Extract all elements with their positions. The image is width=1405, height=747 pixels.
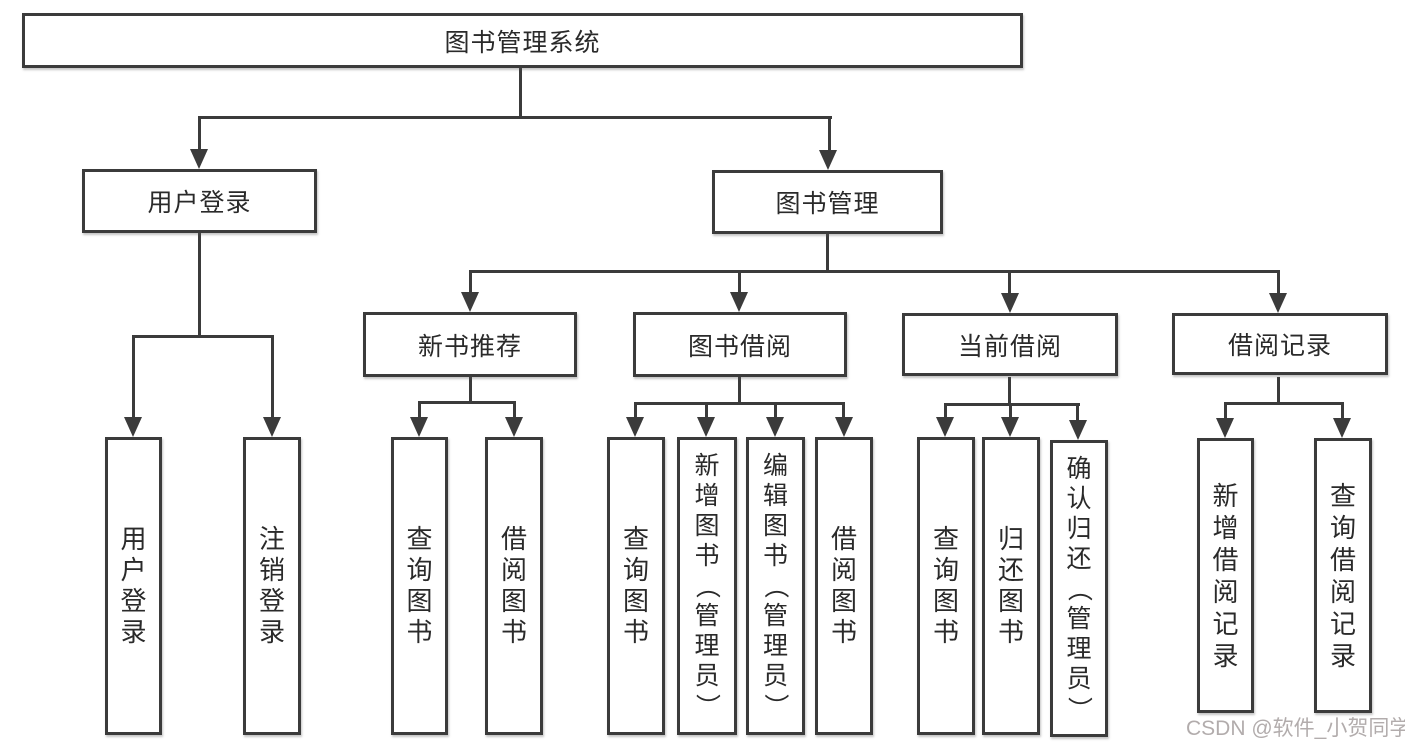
edge-drop-leaf-logout (271, 335, 274, 419)
leaf-add-borrow-record: 新增借阅记录 (1197, 438, 1254, 713)
arrow-down-icon (936, 417, 954, 437)
edge-drop-br-leaf1 (1224, 402, 1227, 419)
edge-level1-rail (198, 116, 832, 119)
leaf-add-books-admin: 新增图书（管理员） (677, 437, 737, 735)
edge-drop-cb-leaf2 (1009, 403, 1012, 419)
edge-level2-rail (469, 270, 1280, 273)
leaf-return-books-label: 归还图书 (997, 524, 1024, 647)
leaf-borrow-books-recommend-label: 借阅图书 (500, 524, 527, 647)
arrow-down-icon (1069, 420, 1087, 440)
node-new-book-recommend-label: 新书推荐 (417, 332, 522, 361)
leaf-borrow-books-borrowing-label: 借阅图书 (830, 524, 857, 647)
node-current-borrowing: 当前借阅 (902, 313, 1118, 376)
edge-current-borrowing-rail (944, 403, 1080, 406)
leaf-return-books: 归还图书 (982, 437, 1040, 735)
arrow-down-icon (1216, 418, 1234, 438)
watermark: CSDN @软件_小贺同学 (1186, 717, 1405, 740)
leaf-search-books-recommend: 查询图书 (391, 437, 448, 735)
edge-drop-new-book-recommend (469, 270, 472, 295)
edge-user-login-stub (198, 233, 201, 337)
edge-drop-cb-leaf1 (944, 403, 947, 419)
arrow-down-icon (626, 417, 644, 437)
arrow-down-icon (1001, 293, 1019, 313)
node-borrowing-records: 借阅记录 (1172, 313, 1388, 375)
leaf-add-books-admin-label: 新增图书（管理员） (693, 452, 721, 719)
edge-drop-nb-leaf2 (513, 401, 516, 419)
node-book-management: 图书管理 (712, 170, 943, 234)
edge-drop-book-management (828, 116, 831, 153)
leaf-search-books-recommend-label: 查询图书 (406, 524, 433, 647)
node-borrowing-records-label: 借阅记录 (1227, 332, 1332, 360)
edge-drop-borrowing-records (1277, 270, 1280, 295)
arrow-down-icon (819, 150, 837, 170)
edge-root-stub (519, 68, 522, 118)
leaf-borrow-books-recommend: 借阅图书 (485, 437, 543, 735)
leaf-search-books-current: 查询图书 (917, 437, 975, 735)
node-book-management-label: 图书管理 (775, 190, 880, 218)
edge-drop-current-borrowing (1008, 270, 1011, 295)
edge-book-borrowing-rail (634, 402, 845, 405)
leaf-user-login: 用户登录 (105, 437, 162, 735)
edge-book-borrowing-stub (738, 377, 741, 404)
edge-user-login-rail (132, 335, 274, 338)
node-book-borrowing-label: 图书借阅 (687, 332, 792, 361)
arrow-down-icon (190, 149, 208, 169)
edge-drop-cb-leaf3 (1076, 403, 1079, 420)
edge-new-book-stub (469, 377, 472, 403)
arrow-down-icon (1333, 418, 1351, 438)
leaf-user-login-label: 用户登录 (120, 524, 147, 647)
leaf-search-books-borrowing: 查询图书 (607, 437, 665, 735)
edge-drop-bb-leaf1 (634, 402, 637, 419)
edge-drop-br-leaf2 (1341, 402, 1344, 419)
leaf-search-borrow-record: 查询借阅记录 (1314, 438, 1372, 713)
edge-borrowing-records-stub (1277, 377, 1280, 404)
arrow-down-icon (410, 417, 428, 437)
arrow-down-icon (697, 417, 715, 437)
leaf-search-books-borrowing-label: 查询图书 (622, 524, 649, 647)
leaf-add-borrow-record-label: 新增借阅记录 (1212, 480, 1239, 671)
edge-drop-bb-leaf3 (774, 402, 777, 419)
arrow-down-icon (505, 417, 523, 437)
arrow-down-icon (766, 417, 784, 437)
leaf-edit-books-admin: 编辑图书（管理员） (746, 437, 805, 735)
leaf-borrow-books-borrowing: 借阅图书 (815, 437, 873, 735)
edge-drop-bb-leaf2 (705, 402, 708, 419)
edge-drop-book-borrowing (738, 270, 741, 295)
node-user-login-label: 用户登录 (147, 189, 252, 217)
edge-new-book-rail (418, 401, 516, 404)
arrow-down-icon (835, 417, 853, 437)
leaf-search-books-current-label: 查询图书 (932, 524, 959, 647)
edge-book-management-stub (826, 234, 829, 272)
leaf-confirm-return-admin-label: 确认归还（管理员） (1065, 454, 1093, 722)
leaf-logout-login: 注销登录 (243, 437, 301, 735)
edge-current-borrowing-stub (1008, 377, 1011, 406)
leaf-confirm-return-admin: 确认归还（管理员） (1050, 440, 1108, 737)
node-book-borrowing: 图书借阅 (633, 312, 847, 377)
edge-drop-user-login (198, 116, 201, 152)
edge-drop-bb-leaf4 (842, 402, 845, 419)
node-root: 图书管理系统 (22, 13, 1023, 68)
edge-drop-nb-leaf1 (418, 401, 421, 419)
arrow-down-icon (124, 417, 142, 437)
node-root-label: 图书管理系统 (444, 28, 601, 57)
arrow-down-icon (1269, 293, 1287, 313)
node-user-login: 用户登录 (82, 169, 317, 233)
edge-drop-leaf-user-login (132, 335, 135, 419)
arrow-down-icon (263, 417, 281, 437)
arrow-down-icon (1001, 417, 1019, 437)
edge-borrowing-records-rail (1224, 402, 1344, 405)
leaf-search-borrow-record-label: 查询借阅记录 (1329, 480, 1356, 671)
node-new-book-recommend: 新书推荐 (363, 312, 577, 377)
leaf-logout-login-label: 注销登录 (258, 524, 285, 647)
arrow-down-icon (461, 292, 479, 312)
node-current-borrowing-label: 当前借阅 (957, 332, 1062, 361)
leaf-edit-books-admin-label: 编辑图书（管理员） (761, 452, 790, 719)
arrow-down-icon (730, 292, 748, 312)
